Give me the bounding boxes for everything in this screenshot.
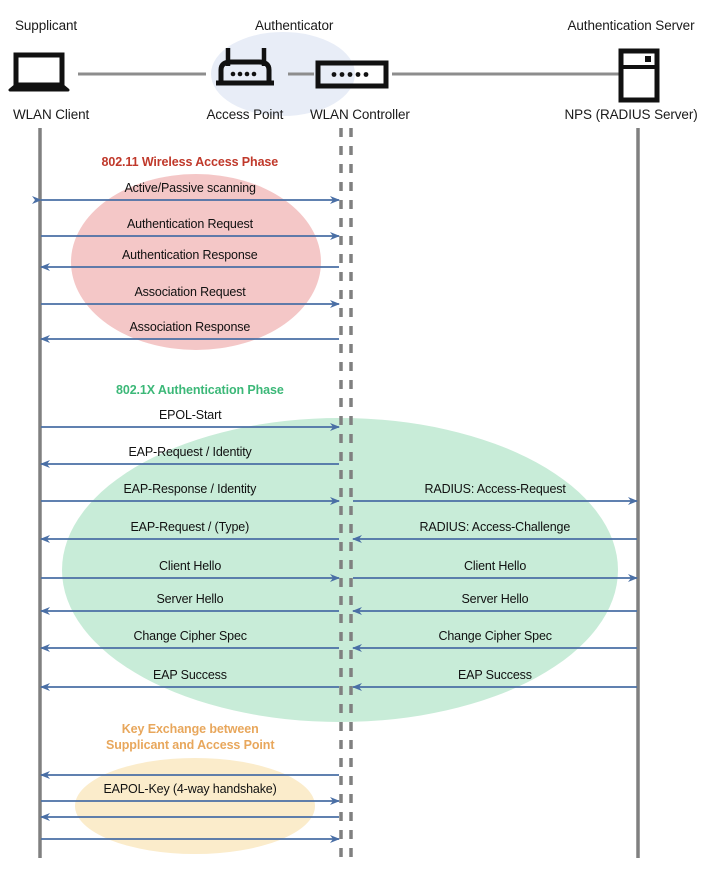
laptop-icon <box>8 52 70 92</box>
message-label-right-5: EAP Success <box>458 668 532 682</box>
message-label-left-7: EAP-Response / Identity <box>123 482 257 496</box>
message-label-left-9: Client Hello <box>159 559 222 573</box>
message-label-right-1: RADIUS: Access-Challenge <box>419 520 571 534</box>
phase-label-dot1x-auth: 802.1X Authentication Phase <box>116 383 284 397</box>
phase-label-line2: Supplicant and Access Point <box>106 738 275 752</box>
node-device-wlan-controller: WLAN Controller <box>310 107 410 122</box>
message-arrows-left <box>32 196 340 843</box>
phase-label-wireless-access: 802.11 Wireless Access Phase <box>101 155 279 169</box>
node-role-supplicant: Supplicant <box>15 18 78 33</box>
message-label-right-2: Client Hello <box>464 559 527 573</box>
node-device-supplicant: WLAN Client <box>13 107 90 122</box>
phase-label-line1: Key Exchange between <box>121 722 259 736</box>
node-device-access-point: Access Point <box>206 107 284 122</box>
phase-ellipse-dot1x-auth <box>62 418 618 722</box>
message-label-left-5: EPOL-Start <box>159 408 222 422</box>
message-label-left-2: Authentication Response <box>122 248 258 262</box>
message-label-left-14: EAPOL-Key (4-way handshake) <box>103 782 277 796</box>
message-label-left-0: Active/Passive scanning <box>124 181 256 195</box>
message-label-left-11: Change Cipher Spec <box>133 629 248 643</box>
message-label-right-0: RADIUS: Access-Request <box>424 482 566 496</box>
network-switch-icon <box>315 60 389 89</box>
message-label-left-8: EAP-Request / (Type) <box>130 520 250 534</box>
message-label-left-6: EAP-Request / Identity <box>128 445 252 459</box>
message-label-left-12: EAP Success <box>153 668 227 682</box>
phase-ellipses <box>62 174 618 854</box>
wireless-router-icon <box>216 48 274 86</box>
phase-ellipse-wireless-access <box>71 174 321 350</box>
message-label-left-3: Association Request <box>134 285 246 299</box>
node-role-access-point: Authenticator <box>255 18 334 33</box>
phase-ellipse-key-exchange <box>75 758 315 854</box>
message-label-left-4: Association Response <box>129 320 251 334</box>
node-role-auth-server: Authentication Server <box>567 18 695 33</box>
message-label-left-1: Authentication Request <box>127 217 253 231</box>
authenticator-group-ellipse <box>211 32 355 116</box>
server-rack-icon <box>618 48 660 103</box>
message-arrows-right <box>352 497 638 691</box>
message-label-left-10: Server Hello <box>156 592 224 606</box>
message-label-right-3: Server Hello <box>461 592 529 606</box>
message-label-right-4: Change Cipher Spec <box>438 629 553 643</box>
node-device-auth-server: NPS (RADIUS Server) <box>564 107 698 122</box>
